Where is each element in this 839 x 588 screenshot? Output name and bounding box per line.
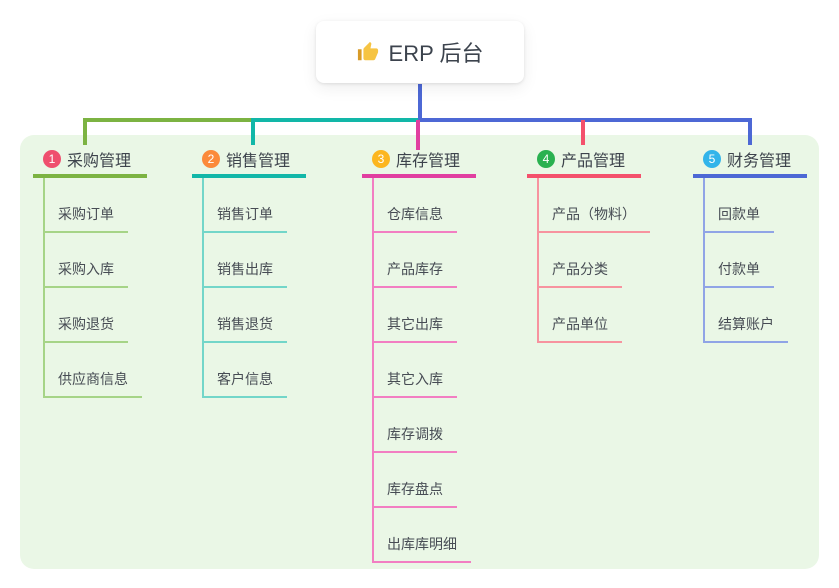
child-row: 销售订单 (192, 178, 306, 233)
child-node[interactable]: 库存盘点 (372, 479, 457, 508)
branch-children: 产品（物料） 产品分类 产品单位 (527, 178, 650, 343)
branch-label: 采购管理 (67, 152, 132, 170)
branch-number-badge: 1 (43, 149, 61, 168)
child-node[interactable]: 其它出库 (372, 314, 457, 343)
child-node[interactable]: 结算账户 (703, 314, 788, 343)
branch-label: 库存管理 (396, 152, 461, 170)
child-node[interactable]: 其它入库 (372, 369, 457, 398)
child-node[interactable]: 仓库信息 (372, 204, 457, 233)
child-row: 销售出库 (192, 233, 306, 288)
branch-children: 仓库信息 产品库存 其它出库 其它入库 库存调拨 库存盘点 出库库明细 (362, 178, 476, 563)
branch-purchase: 1 采购管理 采购订单 采购入库 采购退货 供应商信息 (33, 145, 148, 398)
child-row: 仓库信息 (362, 178, 476, 233)
child-node[interactable]: 客户信息 (202, 369, 287, 398)
child-row: 销售退货 (192, 288, 306, 343)
branch-trunk-line (43, 178, 45, 398)
branch-title-sales[interactable]: 2 销售管理 (192, 145, 307, 178)
branch-title-purchase[interactable]: 1 采购管理 (33, 145, 148, 178)
child-row: 付款单 (693, 233, 807, 288)
child-row: 产品单位 (527, 288, 650, 343)
child-row: 库存盘点 (362, 453, 476, 508)
child-node[interactable]: 产品（物料） (537, 204, 650, 233)
child-node[interactable]: 供应商信息 (43, 369, 142, 398)
child-row: 其它入库 (362, 343, 476, 398)
child-node[interactable]: 销售出库 (202, 259, 287, 288)
branch-finance: 5 财务管理 回款单 付款单 结算账户 (693, 145, 808, 343)
child-node[interactable]: 采购订单 (43, 204, 128, 233)
child-node[interactable]: 回款单 (703, 204, 774, 233)
child-row: 采购入库 (33, 233, 147, 288)
branch-number-badge: 2 (202, 149, 220, 168)
root-title: ERP 后台 (388, 41, 484, 66)
branch-children: 销售订单 销售出库 销售退货 客户信息 (192, 178, 306, 398)
branch-trunk-line (703, 178, 705, 343)
child-row: 出库库明细 (362, 508, 476, 563)
branch-sales: 2 销售管理 销售订单 销售出库 销售退货 客户信息 (192, 145, 307, 398)
child-node[interactable]: 销售订单 (202, 204, 287, 233)
child-row: 库存调拨 (362, 398, 476, 453)
branches-background-panel (20, 135, 819, 569)
branch-number-badge: 3 (372, 149, 390, 168)
branch-label: 财务管理 (727, 152, 792, 170)
branch-children: 回款单 付款单 结算账户 (693, 178, 807, 343)
branch-title-product[interactable]: 4 产品管理 (527, 145, 642, 178)
child-node[interactable]: 采购入库 (43, 259, 128, 288)
child-row: 产品分类 (527, 233, 650, 288)
child-node[interactable]: 销售退货 (202, 314, 287, 343)
branch-label: 产品管理 (561, 152, 626, 170)
child-row: 采购退货 (33, 288, 147, 343)
branch-number-badge: 4 (537, 149, 555, 168)
root-node[interactable]: ERP 后台 (316, 21, 524, 83)
branch-product: 4 产品管理 产品（物料） 产品分类 产品单位 (527, 145, 650, 343)
child-row: 结算账户 (693, 288, 807, 343)
child-node[interactable]: 库存调拨 (372, 424, 457, 453)
child-row: 产品库存 (362, 233, 476, 288)
branch-number-badge: 5 (703, 149, 721, 168)
child-node[interactable]: 出库库明细 (372, 534, 471, 563)
child-row: 产品（物料） (527, 178, 650, 233)
child-node[interactable]: 产品库存 (372, 259, 457, 288)
branch-trunk-line (202, 178, 204, 398)
child-row: 客户信息 (192, 343, 306, 398)
thumbs-up-icon (357, 41, 378, 61)
child-node[interactable]: 产品分类 (537, 259, 622, 288)
branch-trunk-line (537, 178, 539, 343)
child-row: 供应商信息 (33, 343, 147, 398)
branch-label: 销售管理 (226, 152, 291, 170)
child-node[interactable]: 产品单位 (537, 314, 622, 343)
branch-children: 采购订单 采购入库 采购退货 供应商信息 (33, 178, 147, 398)
child-row: 回款单 (693, 178, 807, 233)
branch-title-finance[interactable]: 5 财务管理 (693, 145, 808, 178)
branch-title-inventory[interactable]: 3 库存管理 (362, 145, 477, 178)
branch-trunk-line (372, 178, 374, 563)
child-node[interactable]: 采购退货 (43, 314, 128, 343)
child-row: 其它出库 (362, 288, 476, 343)
child-row: 采购订单 (33, 178, 147, 233)
branch-inventory: 3 库存管理 仓库信息 产品库存 其它出库 其它入库 库存调拨 库存盘点 出库库… (362, 145, 477, 563)
child-node[interactable]: 付款单 (703, 259, 774, 288)
